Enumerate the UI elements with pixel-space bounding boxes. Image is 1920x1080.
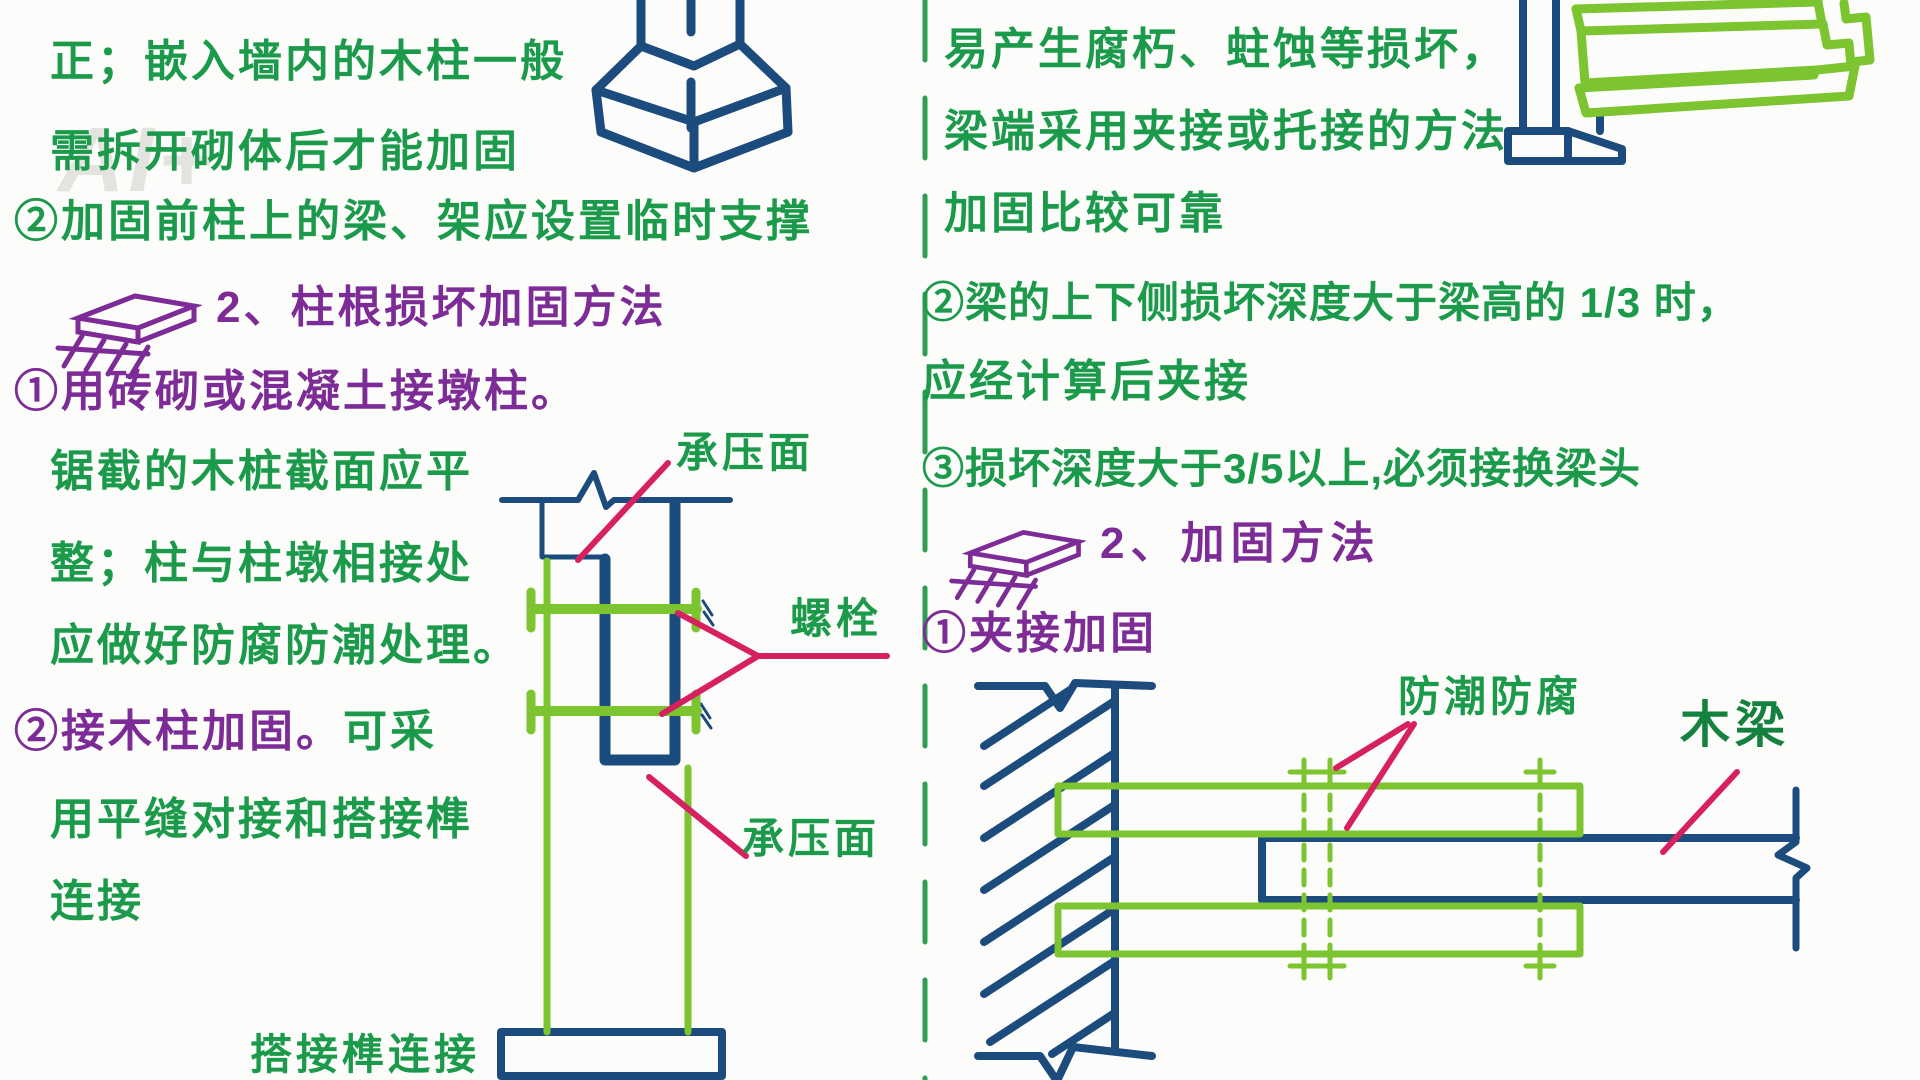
column-splice-diagram <box>497 460 890 1080</box>
wall-hatching <box>974 679 1156 1080</box>
beam-clamp-diagram <box>974 679 1811 1080</box>
note-line: 锯截的木桩截面应平 <box>50 447 473 496</box>
bolt-tick-marks <box>1287 757 1557 981</box>
note-line: 应经计算后夹接 <box>922 357 1251 406</box>
section-heading-column-base: 2、柱根损坏加固方法 <box>52 283 667 380</box>
note-line: 梁端采用夹接或托接的方法 <box>944 107 1508 156</box>
note-line: ②加固前柱上的梁、架应设置临时支撑 <box>14 197 813 246</box>
label-wood-beam: 木梁 <box>1680 697 1790 753</box>
section-plank-icon <box>949 529 1086 611</box>
note-line: ②梁的上下侧损坏深度大于梁高的 1/3 时， <box>922 279 1740 326</box>
note-line: 需拆开砌体后才能加固 <box>50 127 520 176</box>
clamp-plates <box>1054 757 1584 981</box>
note-line: 正；嵌入墙内的木柱一般 <box>50 37 567 86</box>
note-line-part: 可采 <box>343 707 437 756</box>
watermark: AI+ <box>58 109 216 211</box>
note-line: 连接 <box>50 877 144 926</box>
note-line: ①夹接加固 <box>922 609 1157 658</box>
label-bearing-surface-top: 承压面 <box>676 429 815 476</box>
wood-beam-outline <box>1258 786 1811 952</box>
note-line: 加固比较可靠 <box>944 189 1226 238</box>
section-heading-label: 2、加固方法 <box>1100 519 1381 568</box>
label-bearing-surface-bottom: 承压面 <box>742 815 881 862</box>
label-bolt: 螺栓 <box>790 595 883 642</box>
beam-on-post-diagram <box>1504 0 1875 165</box>
label-damp-proofing: 防潮防腐 <box>1398 673 1583 720</box>
note-line: 用平缝对接和搭接榫 <box>50 795 473 844</box>
note-line: ③损坏深度大于3/5以上,必须接换梁头 <box>922 445 1642 492</box>
note-line: ①用砖砌或混凝土接墩柱。 <box>14 367 578 416</box>
leader-lines <box>575 460 890 859</box>
note-line: 应做好防腐防潮处理。 <box>50 621 520 670</box>
section-heading-label: 2、柱根损坏加固方法 <box>216 283 667 332</box>
caption-lap-joint: 搭接榫连接 <box>250 1031 481 1078</box>
note-line-part: ②接木柱加固。 <box>14 707 343 756</box>
section-heading-reinforce-method: 2、加固方法 <box>946 519 1381 612</box>
note-line: 整；柱与柱墩相接处 <box>50 539 473 588</box>
pedestal-diagram <box>591 0 793 173</box>
leader-lines <box>1333 721 1740 855</box>
note-line: 易产生腐朽、蛀蚀等损坏， <box>944 25 1508 74</box>
section-plank-icon <box>55 293 202 380</box>
note-line: ②接木柱加固。可采 <box>14 707 437 756</box>
